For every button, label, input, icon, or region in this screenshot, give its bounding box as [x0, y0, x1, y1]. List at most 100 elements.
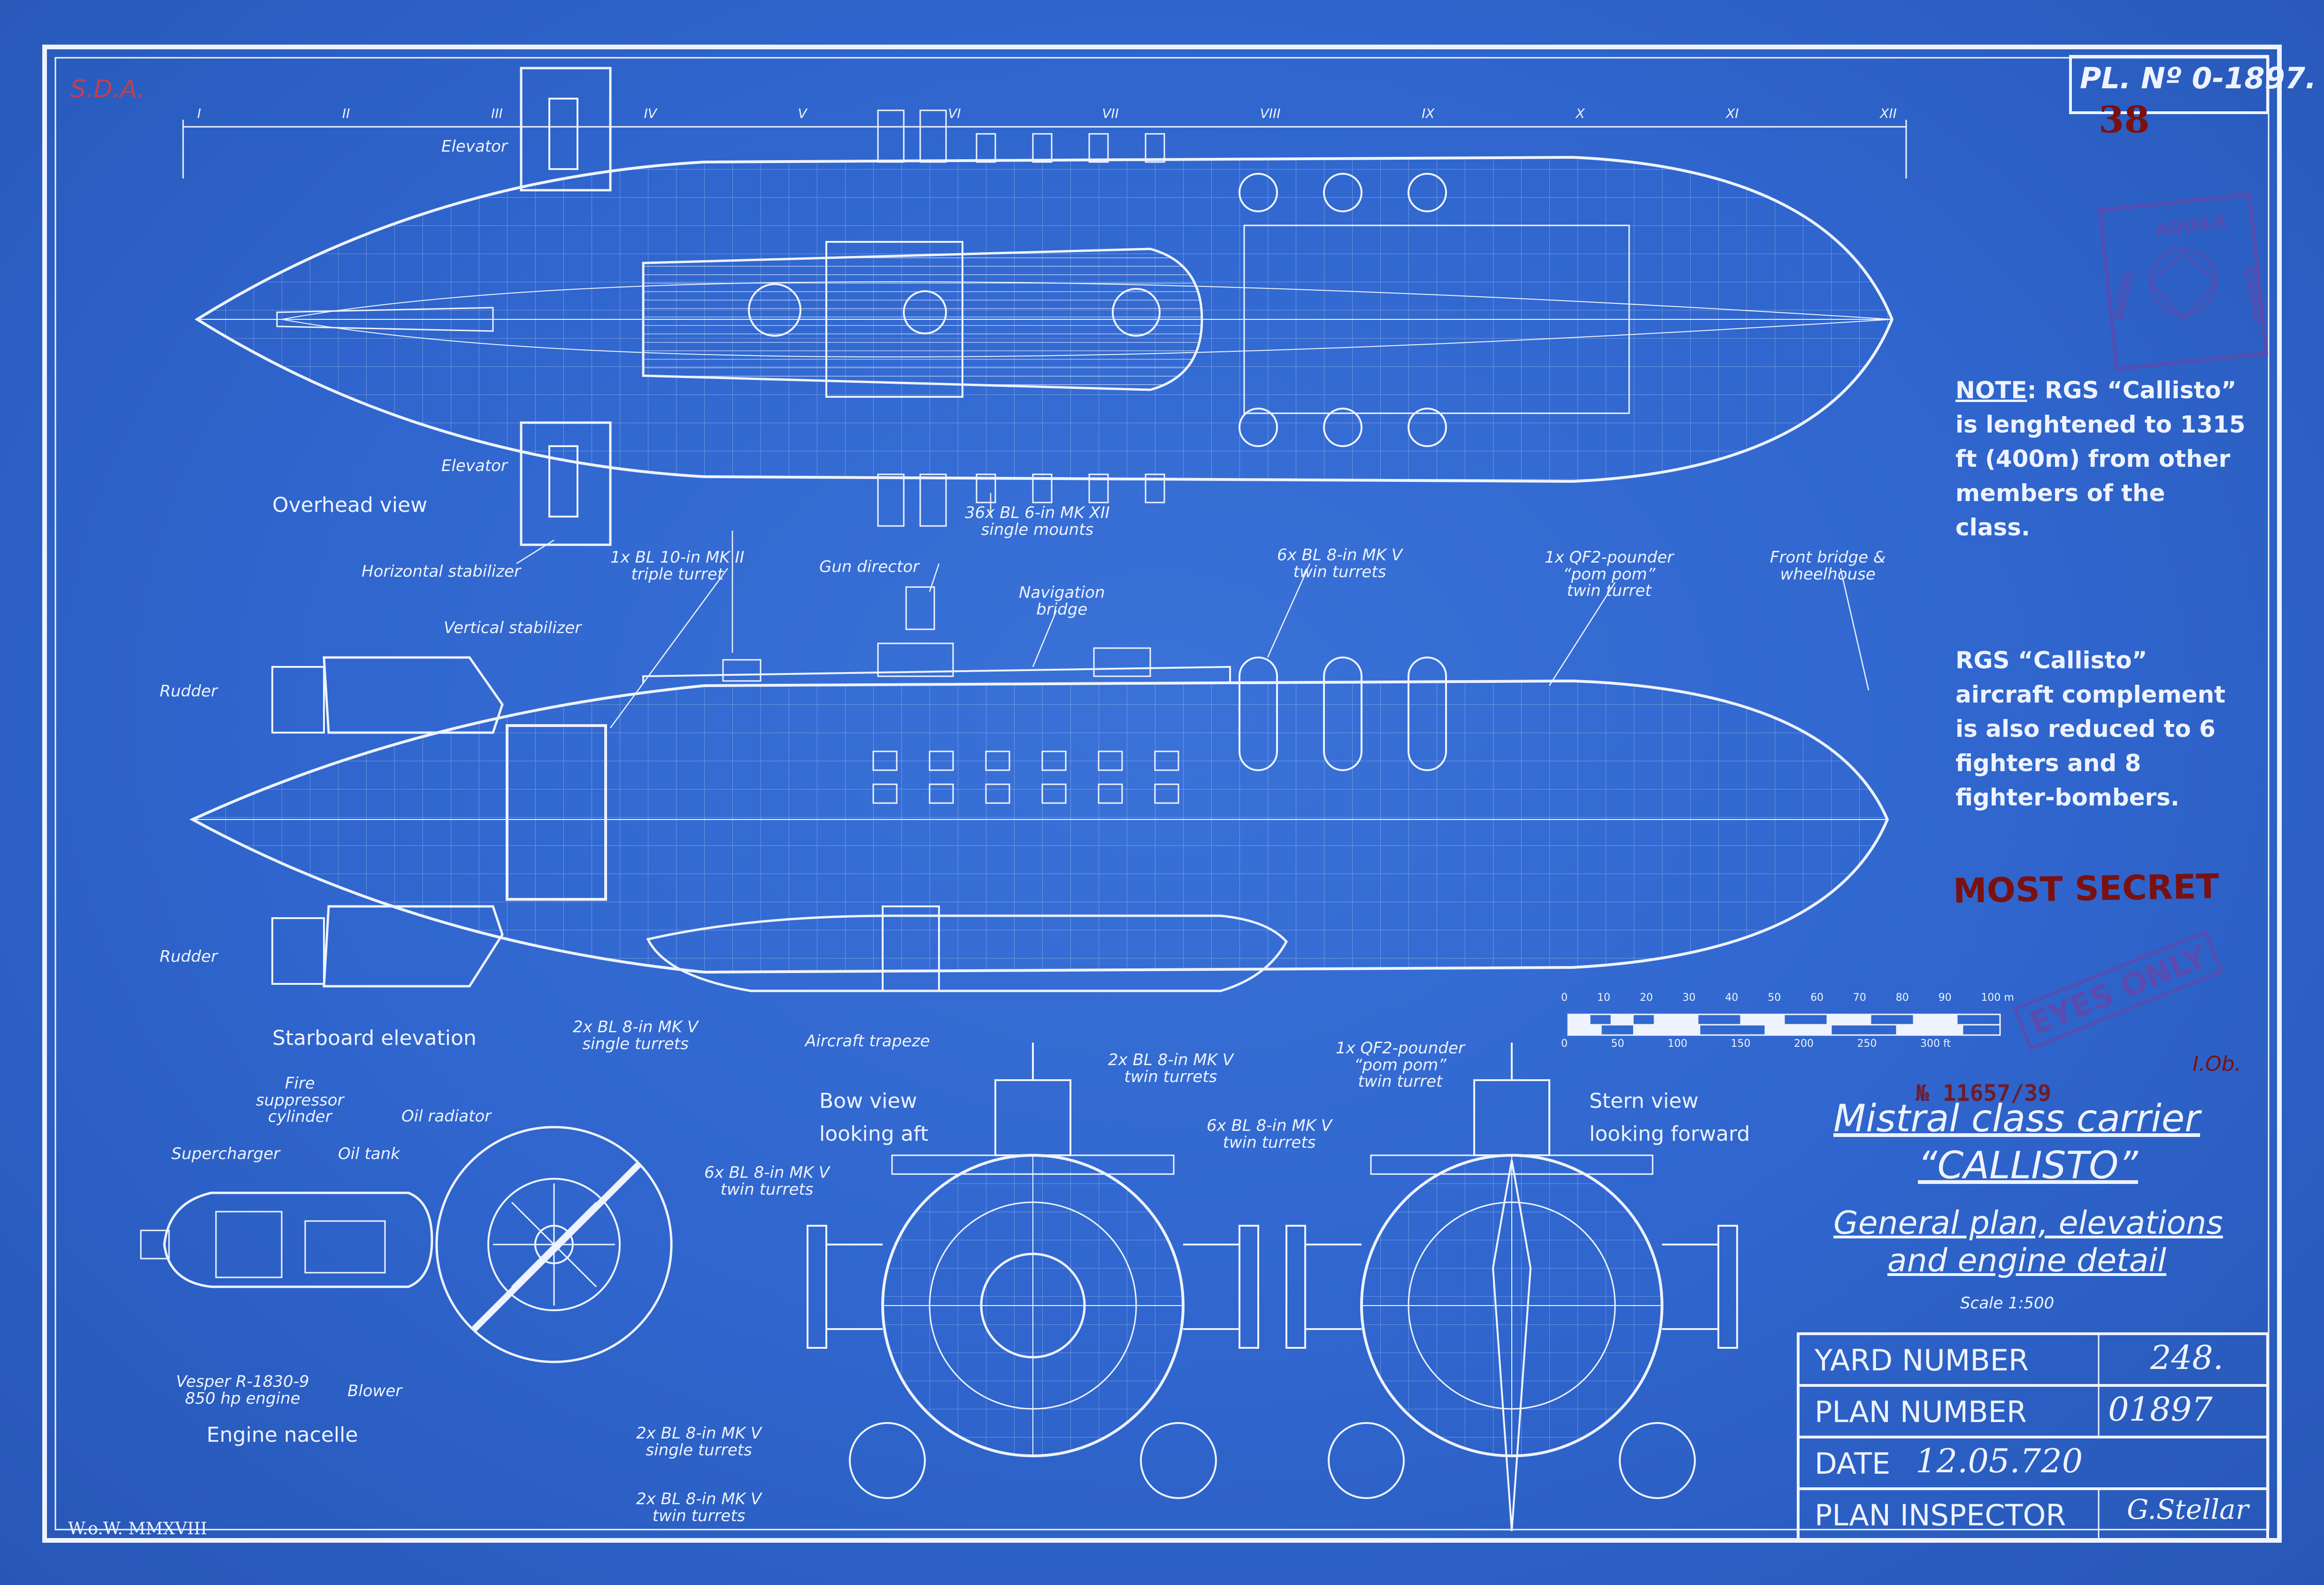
frame-letter: I: [197, 106, 201, 121]
label-blower: Blower: [347, 1382, 402, 1400]
label-pompom-top: 1x QF2-pounder “pom pom” twin turret: [1545, 548, 1674, 601]
date-value: 12.05.720: [1916, 1442, 2083, 1480]
engine-nacelle-drawing: [140, 1126, 673, 1363]
plan-number-box: [2069, 55, 2269, 114]
label-horizontal-stabilizer: Horizontal stabilizer: [362, 562, 521, 581]
label-center-twin-turrets: 6x BL 8-in MK V twin turrets: [1207, 1116, 1332, 1152]
most-secret-stamp: MOST SECRET: [1953, 866, 2220, 911]
plan-inspector-label: PLAN INSPECTOR: [1815, 1498, 2066, 1532]
title-line-1: Mistral class carrier: [1833, 1097, 2201, 1140]
caption-stern-view: Stern view looking forward: [1589, 1089, 1750, 1146]
scale-tick-label: 50: [1768, 992, 1781, 1004]
yard-number-label: YARD NUMBER: [1815, 1343, 2029, 1377]
leader-lines: [516, 493, 1870, 728]
title-block-table: [1797, 1332, 2269, 1542]
frame-letter: III: [491, 106, 503, 121]
frame-letter: IX: [1422, 106, 1435, 121]
label-rudder-bottom: Rudder: [160, 947, 218, 966]
label-pompom-bottom: 1x QF2-pounder “pom pom” twin turret: [1336, 1039, 1465, 1091]
sheet-no: 38: [2099, 99, 2150, 141]
label-8in-twin-turrets: 6x BL 8-in MK V twin turrets: [1277, 546, 1403, 581]
scale-tick-label: 70: [1853, 992, 1866, 1004]
bow-view-drawing: [807, 1043, 1259, 1499]
scale-tick-label: 150: [1731, 1038, 1751, 1050]
frame-letter: XI: [1726, 106, 1739, 121]
royal-guard-stamp: [2098, 192, 2269, 371]
label-elevator-bottom: Elevator: [441, 456, 508, 475]
label-bow-twin-turrets-2x: 2x BL 8-in MK V twin turrets: [636, 1490, 762, 1525]
scale-bar-drawing: [1567, 1013, 2001, 1036]
scale-tick-label: 0: [1561, 992, 1568, 1004]
label-bow-twin-turrets: 6x BL 8-in MK V twin turrets: [704, 1163, 830, 1199]
label-fire-suppressor: Fire suppressor cylinder: [256, 1074, 344, 1127]
scale-tick-label: 30: [1682, 992, 1696, 1004]
label-2x-twin-turrets: 2x BL 8-in MK V twin turrets: [1108, 1051, 1234, 1086]
scale-tick-label: 80: [1895, 992, 1909, 1004]
label-oil-radiator: Oil radiator: [401, 1107, 492, 1126]
corner-initials: S.D.A.: [70, 75, 146, 103]
frame-letter: VI: [948, 106, 961, 121]
label-10in-turret: 1x BL 10-in MK II triple turret: [610, 548, 745, 584]
frame-letter: VIII: [1260, 106, 1281, 121]
label-supercharger: Supercharger: [171, 1144, 280, 1163]
inner-border: [54, 57, 2270, 1531]
yard-number-value: 248.: [2150, 1338, 2224, 1377]
label-gun-director: Gun director: [819, 557, 919, 576]
plan-number-label: PLAN NUMBER: [1815, 1395, 2027, 1429]
caption-starboard-elevation: Starboard elevation: [272, 1026, 477, 1050]
label-engine-model: Vesper R-1830-9 850 hp engine: [176, 1372, 309, 1408]
overhead-view-drawing: [194, 67, 1894, 546]
inspector-initials: I.Ob.: [2193, 1052, 2241, 1076]
note-2: RGS “Callisto” aircraft complement is al…: [1955, 647, 2226, 811]
scale-tick-label: 20: [1639, 992, 1653, 1004]
frame-letter: II: [342, 106, 350, 121]
stern-view-drawing: [1285, 1043, 1738, 1531]
scale-tick-label: 250: [1857, 1038, 1877, 1050]
scale-tick-label: 300 ft: [1920, 1038, 1951, 1050]
label-6in-guns: 36x BL 6-in MK XII single mounts: [965, 503, 1110, 539]
scale-tick-label: 100: [1668, 1038, 1687, 1050]
label-aircraft-trapeze: Aircraft trapeze: [805, 1032, 930, 1051]
scale-tick-label: 10: [1597, 992, 1610, 1004]
title-line-3: General plan, elevations: [1833, 1205, 2223, 1242]
title-line-2: “CALLISTO”: [1918, 1144, 2138, 1187]
frame-letter: IV: [644, 106, 657, 121]
label-vertical-stabilizer: Vertical stabilizer: [444, 619, 582, 637]
plan-no: PL. Nº 0-1897.: [2080, 61, 2316, 95]
note-1: NOTE: RGS “Callisto” is lenghtened to 13…: [1955, 373, 2247, 545]
outer-border: [42, 45, 2282, 1543]
frame-letter: V: [798, 106, 807, 121]
scale-tick-label: 60: [1810, 992, 1824, 1004]
label-front-bridge: Front bridge & wheelhouse: [1770, 548, 1886, 584]
starboard-elevation-drawing: [189, 586, 1889, 992]
caption-bow-view: Bow view looking aft: [819, 1089, 929, 1146]
scale-tick-label: 50: [1611, 1038, 1624, 1050]
caption-overhead-view: Overhead view: [272, 493, 428, 517]
note-1-head: NOTE: [1955, 377, 2027, 404]
plan-number-value: 01897: [2108, 1390, 2213, 1429]
label-single-turrets: 2x BL 8-in MK V single turrets: [573, 1018, 699, 1053]
plan-inspector-signature: G.Stellar: [2127, 1493, 2249, 1525]
title-line-4: and engine detail: [1887, 1242, 2167, 1279]
caption-engine-nacelle: Engine nacelle: [207, 1423, 358, 1447]
date-label: DATE: [1815, 1446, 1891, 1481]
scale-tick-label: 0: [1561, 1038, 1568, 1050]
scale-feet-labels: 0 50 100 150 200 250 300 ft: [1561, 1038, 1951, 1050]
note-1-body: : RGS “Callisto” is lenghtened to 1315 f…: [1955, 377, 2246, 541]
frame-letter: VII: [1102, 106, 1119, 121]
label-elevator-top: Elevator: [441, 137, 508, 156]
scale-tick-label: 90: [1938, 992, 1952, 1004]
label-bow-single-turrets: 2x BL 8-in MK V single turrets: [636, 1424, 762, 1460]
label-oil-tank: Oil tank: [338, 1144, 400, 1163]
frame-letter: X: [1576, 106, 1585, 121]
label-navigation-bridge: Navigation bridge: [1019, 583, 1105, 619]
scale-tick-label: 200: [1794, 1038, 1814, 1050]
scale-text: Scale 1:500: [1960, 1294, 2055, 1313]
label-rudder-top: Rudder: [160, 682, 218, 701]
watermark: W.o.W. MMXVIII: [68, 1519, 208, 1539]
scale-tick-label: 100 m: [1981, 992, 2014, 1004]
